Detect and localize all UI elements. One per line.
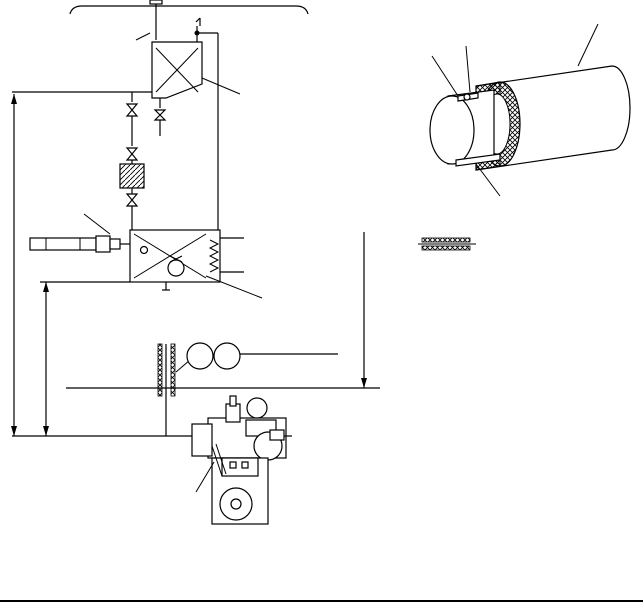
dimension-lines — [11, 91, 380, 437]
supply-header-bracket — [69, 0, 309, 40]
circulation-pumps — [186, 342, 338, 370]
engine — [191, 395, 292, 525]
heat-exchanger — [129, 229, 263, 299]
expansion-tank — [135, 17, 241, 230]
insulated-pipe-detail — [429, 23, 631, 197]
strainer — [119, 163, 145, 230]
shutoff-valves — [125, 92, 167, 164]
level-gauge — [29, 213, 130, 253]
insulation-cross-section — [418, 237, 476, 251]
insulated-pipe-run — [157, 343, 191, 436]
